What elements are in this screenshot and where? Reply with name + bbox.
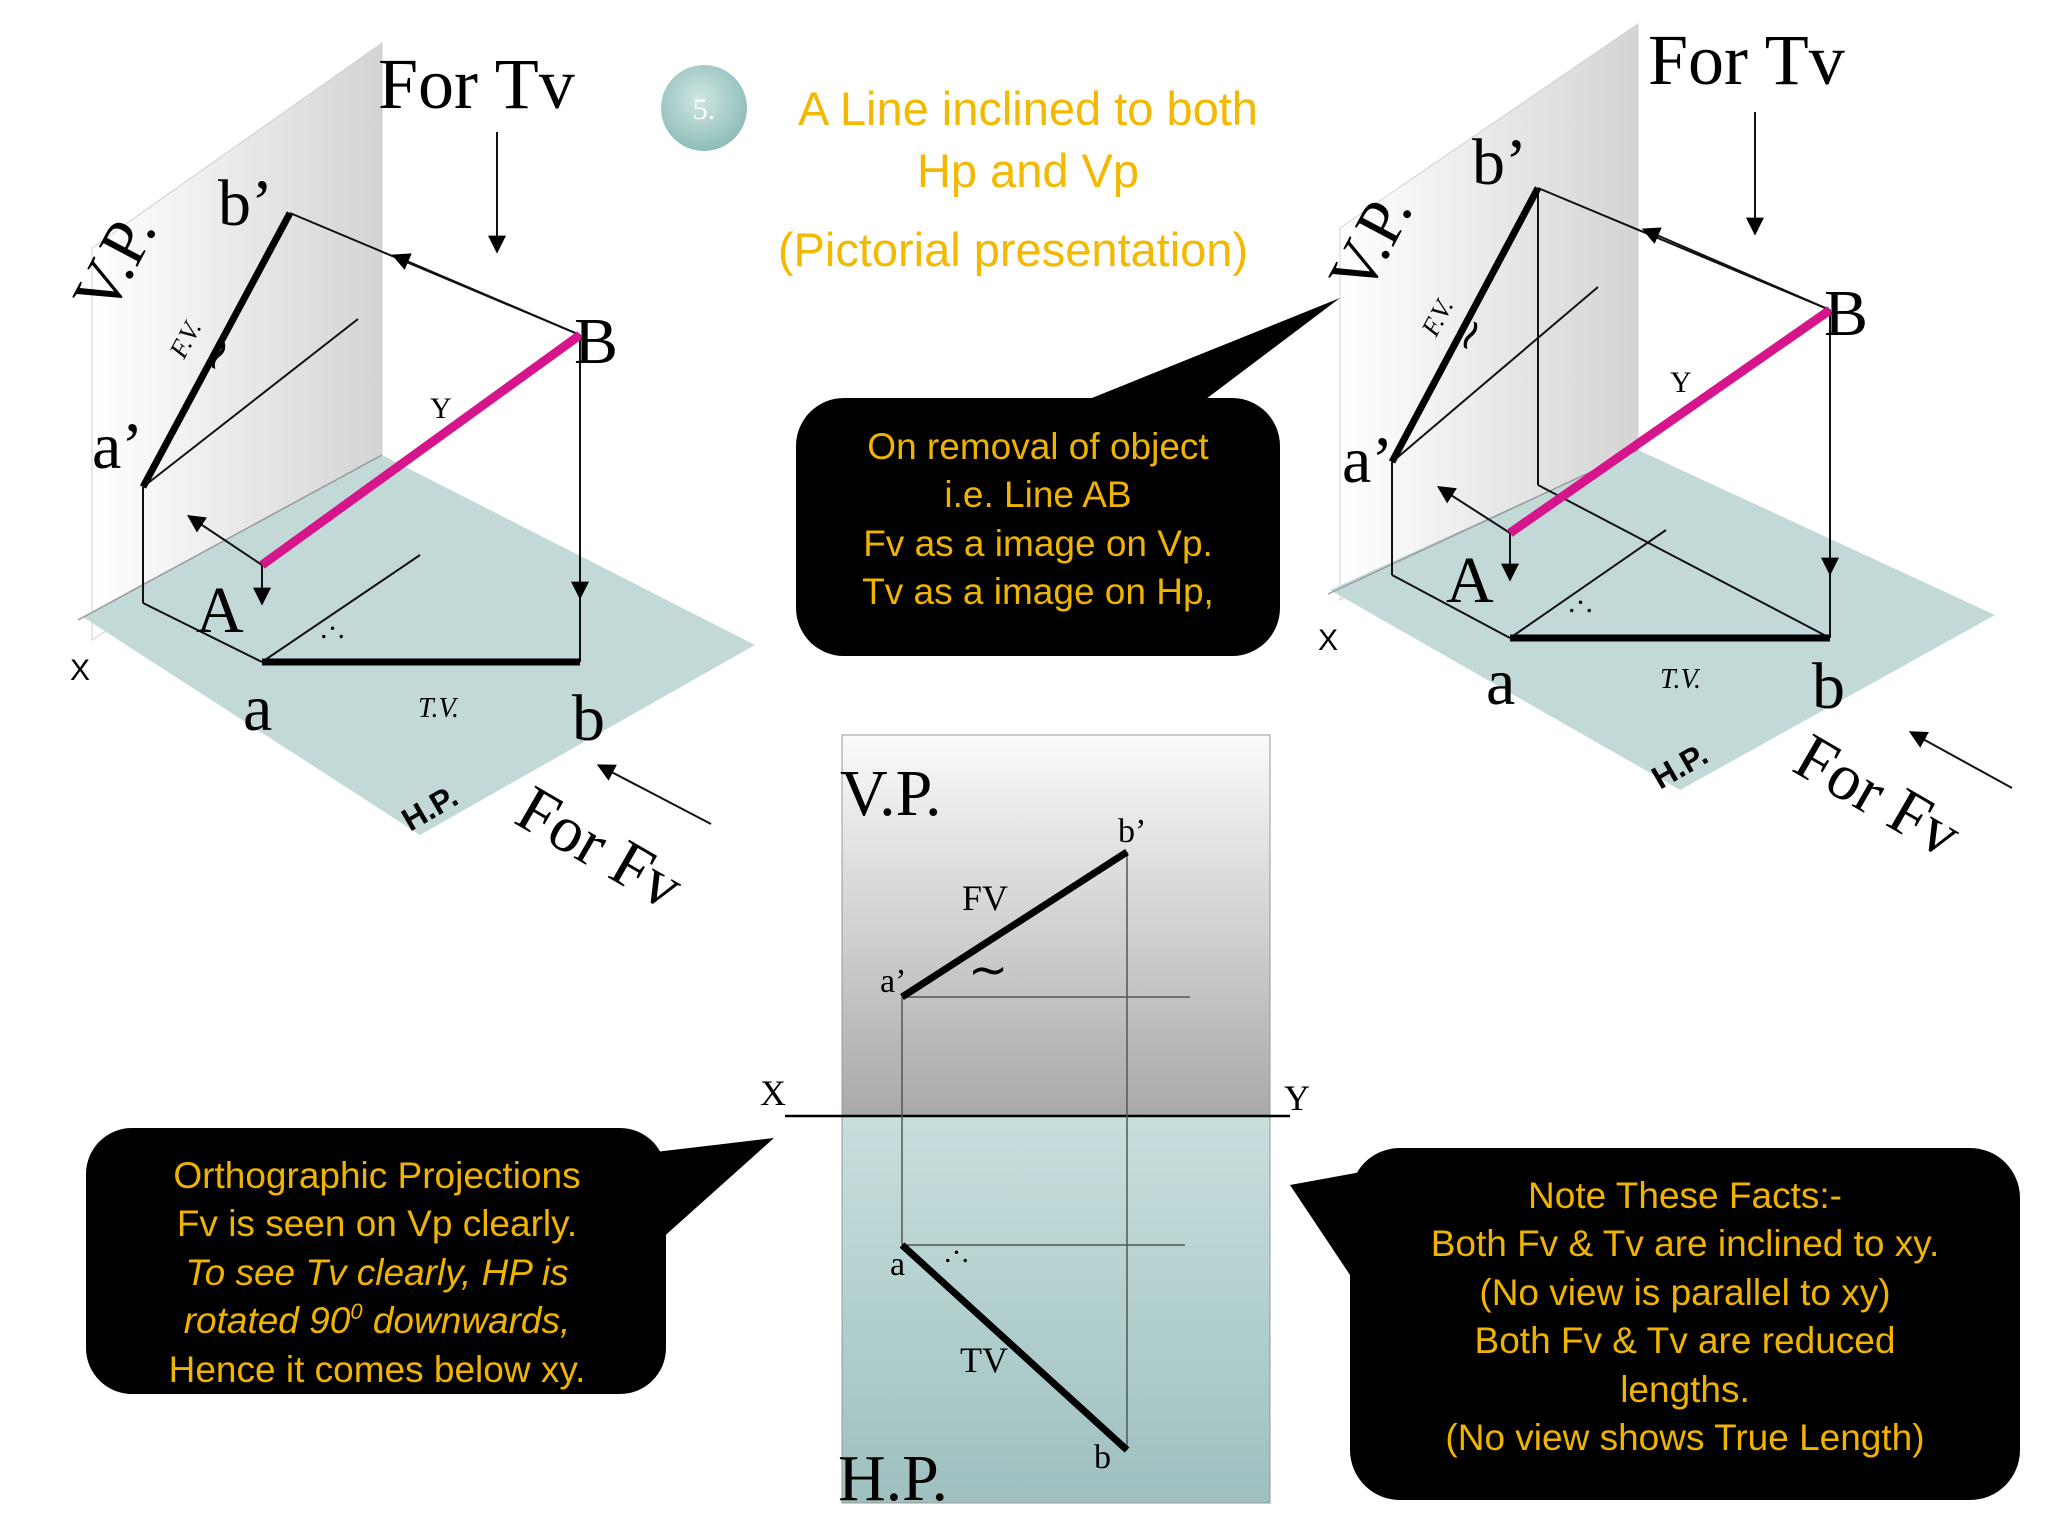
- slide-number: 5.: [693, 93, 716, 126]
- bubble-right-line-6: (No view shows True Length): [1445, 1417, 1924, 1458]
- bubble-top-line-2: i.e. Line AB: [944, 474, 1131, 515]
- orthographic-projection: V.P. b’ FV a’ ∼ X Y a .·. TV b H.P.: [760, 734, 1310, 1515]
- bubble-right-line-4: Both Fv & Tv are reduced: [1475, 1320, 1896, 1361]
- ortho-beta-symbol: .·.: [944, 1236, 969, 1269]
- bubble-left-line-4b: downwards,: [363, 1300, 571, 1341]
- left-a-label: a: [243, 672, 272, 745]
- right-for-fv-label: For Fv: [1783, 720, 1974, 872]
- left-for-fv-label: For Fv: [505, 772, 696, 924]
- right-b-prime-label: b’: [1472, 126, 1527, 199]
- left-pictorial: For Tv V.P. b’ F.V. ∼ a’ B Y A .·. X a T…: [59, 42, 755, 924]
- ortho-front-view-line: [900, 849, 1129, 1000]
- bubble-left: Orthographic Projections Fv is seen on V…: [86, 1128, 774, 1394]
- ortho-hp-label: H.P.: [838, 1442, 948, 1515]
- bubble-left-line-1: Orthographic Projections: [173, 1155, 580, 1196]
- bubble-top: On removal of object i.e. Line AB Fv as …: [796, 298, 1340, 656]
- bubble-right-body: [1350, 1148, 2020, 1500]
- bubble-left-degree-sup: 0: [350, 1299, 363, 1324]
- right-b-label: b: [1812, 650, 1845, 723]
- left-point-b-label: B: [574, 305, 618, 378]
- bubble-left-line-4: rotated 900 downwards,: [184, 1299, 571, 1341]
- right-a-prime-label: a’: [1342, 424, 1393, 497]
- left-beta-symbol: .·.: [320, 612, 345, 645]
- slide-title: 5. A Line inclined to both Hp and Vp (Pi…: [661, 65, 1258, 276]
- bubble-top-line-3: Fv as a image on Vp.: [863, 523, 1213, 564]
- left-for-tv-label: For Tv: [378, 44, 575, 124]
- right-beta-symbol: .·.: [1568, 586, 1593, 619]
- right-line-ab: [1507, 306, 1833, 537]
- right-point-b-label: B: [1824, 277, 1868, 350]
- ortho-fv-label: FV: [962, 878, 1008, 918]
- left-b-label: b: [572, 682, 605, 755]
- right-pictorial: For Tv b’ V.P. F.V. ∼ B Y a’ A .·. X a T…: [1315, 20, 2013, 872]
- ortho-tv-label: TV: [960, 1340, 1008, 1380]
- bubble-right-line-1: Note These Facts:-: [1528, 1175, 1842, 1216]
- ortho-construction-lines: [901, 852, 1190, 1450]
- left-a-prime-label: a’: [92, 410, 143, 483]
- bubble-top-line-1: On removal of object: [867, 426, 1209, 467]
- ortho-x-label: X: [760, 1073, 786, 1113]
- ortho-a-prime-label: a’: [880, 963, 906, 1000]
- left-xy-line: [77, 454, 383, 621]
- right-tv-tag: T.V.: [1660, 664, 1701, 695]
- left-front-view-line: [139, 211, 294, 489]
- left-hp-plane: [83, 455, 755, 835]
- right-a-label: a: [1486, 646, 1515, 719]
- bubble-right-line-3: (No view is parallel to xy): [1479, 1272, 1890, 1313]
- right-xy-line: [1327, 449, 1639, 595]
- bubble-left-line-5: Hence it comes below xy.: [169, 1349, 586, 1390]
- left-construction-lines: [142, 132, 712, 825]
- bubble-right-line-5: lengths.: [1620, 1369, 1750, 1410]
- right-for-tv-label: For Tv: [1648, 20, 1845, 100]
- bubble-right: Note These Facts:- Both Fv & Tv are incl…: [1290, 1148, 2020, 1500]
- bubble-left-body: [86, 1128, 666, 1394]
- ortho-top-view-line: [899, 1242, 1130, 1453]
- bubble-left-line-2: Fv is seen on Vp clearly.: [177, 1203, 577, 1244]
- ortho-alpha-symbol: ∼: [968, 944, 1008, 997]
- left-point-a-label: A: [196, 574, 244, 647]
- ortho-b-label: b: [1094, 1439, 1111, 1476]
- right-hp-plane: [1330, 450, 1995, 790]
- right-construction-lines: [1391, 112, 2013, 789]
- bubble-top-line-4: Tv as a image on Hp,: [862, 571, 1214, 612]
- bubble-top-tail: [1082, 298, 1340, 402]
- slide-number-badge: [661, 65, 747, 151]
- left-b-prime-label: b’: [218, 167, 273, 240]
- title-line-1: A Line inclined to both: [798, 82, 1258, 135]
- right-front-view-line: [1388, 186, 1542, 464]
- bubble-right-line-2: Both Fv & Tv are inclined to xy.: [1431, 1223, 1940, 1264]
- ortho-b-prime-label: b’: [1118, 813, 1146, 850]
- left-x-label: X: [70, 654, 90, 687]
- bubble-left-line-3: To see Tv clearly, HP is: [185, 1252, 568, 1293]
- right-y-label: Y: [1670, 366, 1692, 399]
- left-tv-tag: T.V.: [418, 693, 459, 724]
- ortho-vp-label: V.P.: [840, 757, 942, 830]
- ortho-hp-plane: [841, 1114, 1271, 1504]
- left-line-ab: [259, 331, 583, 569]
- ortho-vp-plane: [841, 734, 1271, 1116]
- right-x-label: X: [1318, 624, 1338, 657]
- right-point-a-label: A: [1446, 544, 1494, 617]
- ortho-a-label: a: [890, 1246, 905, 1283]
- bubble-top-body: [796, 398, 1280, 656]
- title-line-3: (Pictorial presentation): [778, 223, 1248, 276]
- title-line-2: Hp and Vp: [917, 144, 1139, 197]
- left-y-label: Y: [430, 392, 452, 425]
- bubble-left-line-4a: rotated 90: [184, 1300, 351, 1341]
- ortho-y-label: Y: [1284, 1078, 1310, 1118]
